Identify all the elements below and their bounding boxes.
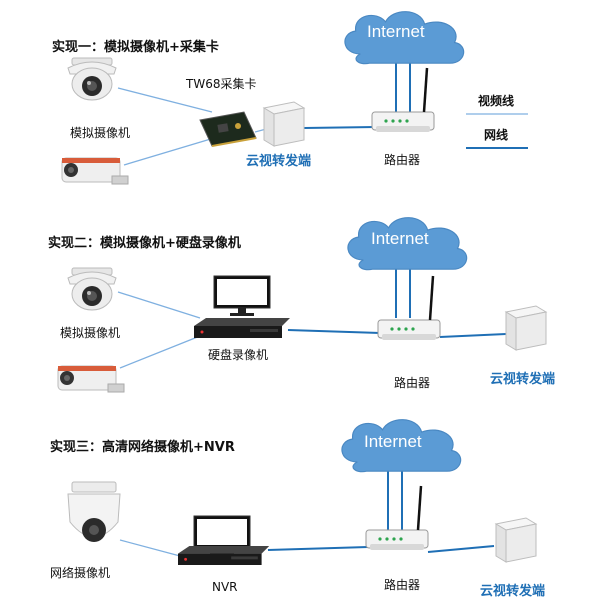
section-title: 实现一：模拟摄像机+采集卡 bbox=[52, 40, 219, 55]
legend-network-label: 网线 bbox=[484, 128, 509, 142]
network-line-1a bbox=[303, 126, 377, 129]
video-line-1b bbox=[123, 137, 215, 166]
dvr-label: 硬盘录像机 bbox=[208, 348, 269, 362]
section-title: 实现三：高清网络摄像机+NVR bbox=[50, 440, 235, 455]
section-title: 实现二：模拟摄像机+硬盘录像机 bbox=[48, 236, 241, 251]
bullet-camera-icon bbox=[57, 365, 125, 393]
cloud-label: Internet bbox=[367, 22, 425, 41]
terminal-label: 云视转发端 bbox=[490, 372, 556, 387]
video-line-3a bbox=[119, 539, 181, 557]
network-line-2a bbox=[287, 329, 381, 334]
router-icon bbox=[370, 66, 436, 134]
cloud-label: Internet bbox=[371, 229, 429, 248]
terminal-icon bbox=[495, 517, 537, 563]
network-line-3b bbox=[427, 545, 495, 553]
terminal-label: 云视转发端 bbox=[246, 154, 312, 169]
terminal-icon bbox=[505, 305, 547, 351]
video-line-2b bbox=[119, 335, 201, 369]
legend-video-label: 视频线 bbox=[478, 94, 515, 108]
dome-camera-icon bbox=[67, 267, 117, 311]
nvr-icon bbox=[178, 546, 270, 565]
router-label: 路由器 bbox=[384, 153, 421, 167]
router-label: 路由器 bbox=[384, 578, 421, 592]
terminal-icon bbox=[263, 101, 305, 147]
router-label: 路由器 bbox=[394, 376, 431, 390]
terminal-label: 云视转发端 bbox=[480, 584, 546, 599]
dome-camera-icon bbox=[67, 57, 117, 101]
camera-label: 网络摄像机 bbox=[50, 566, 111, 580]
monitor-icon bbox=[213, 275, 271, 317]
router-icon bbox=[364, 484, 430, 552]
camera-label: 模拟摄像机 bbox=[60, 326, 121, 340]
bullet-camera-icon bbox=[61, 157, 129, 185]
camera-label: 模拟摄像机 bbox=[70, 126, 131, 140]
network-line-2b bbox=[439, 333, 507, 338]
nvr-label: NVR bbox=[212, 580, 238, 594]
ptz-camera-icon bbox=[67, 481, 121, 542]
capture-card-label: TW68采集卡 bbox=[186, 77, 257, 91]
dvr-icon bbox=[194, 318, 290, 338]
video-line-2a bbox=[117, 291, 201, 319]
cloud-label: Internet bbox=[364, 432, 422, 451]
network-line-3a bbox=[267, 546, 369, 551]
capture-card-icon bbox=[199, 111, 257, 147]
video-line-1a bbox=[117, 87, 213, 113]
